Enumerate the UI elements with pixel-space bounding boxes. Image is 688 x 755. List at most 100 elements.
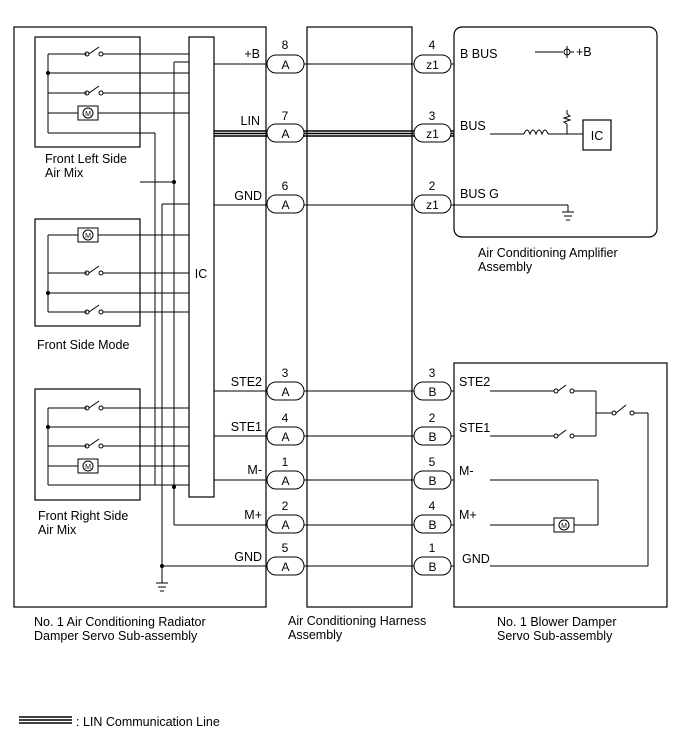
svg-text:M-: M- xyxy=(459,464,474,478)
svg-text:1: 1 xyxy=(282,455,289,469)
svg-text:B: B xyxy=(428,385,436,399)
svg-text:STE2: STE2 xyxy=(231,375,262,389)
servo-ic-block xyxy=(188,36,215,498)
blower-switch-circuit xyxy=(490,384,649,567)
amp-ic-label: IC xyxy=(591,129,604,143)
amp-bus-wiring xyxy=(490,110,583,136)
svg-text:5: 5 xyxy=(282,541,289,555)
svg-text:A: A xyxy=(281,385,289,399)
harness-box xyxy=(306,26,413,608)
servo-ground-icon xyxy=(156,582,168,592)
svg-text:4: 4 xyxy=(429,38,436,52)
amp-ic-block xyxy=(582,119,612,151)
svg-text:A: A xyxy=(281,518,289,532)
svg-text:6: 6 xyxy=(282,179,289,193)
svg-text:4: 4 xyxy=(282,411,289,425)
svg-text:M: M xyxy=(85,464,91,471)
blower-servo-box xyxy=(453,362,668,608)
svg-text:B: B xyxy=(428,430,436,444)
left-connector-ids: A A A A A A A A xyxy=(281,58,289,574)
svg-text:GND: GND xyxy=(462,552,490,566)
front-left-label-1: Front Left Side xyxy=(45,152,127,166)
front-left-switches xyxy=(46,46,189,134)
svg-text:STE2: STE2 xyxy=(459,375,490,389)
svg-text:2: 2 xyxy=(282,499,289,513)
front-side-mode-label: Front Side Mode xyxy=(37,338,129,352)
servo-ic-label: IC xyxy=(195,267,208,281)
amplifier-label-2: Assembly xyxy=(478,260,533,274)
svg-text:STE1: STE1 xyxy=(459,421,490,435)
svg-text:M: M xyxy=(85,233,91,240)
svg-text:3: 3 xyxy=(429,109,436,123)
amp-busg-wiring xyxy=(454,204,574,221)
amplifier-box xyxy=(453,26,658,238)
svg-text:5: 5 xyxy=(429,455,436,469)
front-left-motor-icon: M xyxy=(77,105,99,121)
blower-servo-label-1: No. 1 Blower Damper xyxy=(497,615,617,629)
svg-text:M: M xyxy=(85,111,91,118)
svg-text:A: A xyxy=(281,430,289,444)
left-pin-labels: 8 7 6 3 4 1 2 5 xyxy=(282,38,289,555)
front-right-label-1: Front Right Side xyxy=(38,509,128,523)
svg-text:2: 2 xyxy=(429,411,436,425)
svg-text:M+: M+ xyxy=(459,508,477,522)
svg-text:z1: z1 xyxy=(426,58,439,72)
svg-text:A: A xyxy=(281,127,289,141)
svg-text:A: A xyxy=(281,474,289,488)
right-connector-ids: z1 z1 z1 B B B B B xyxy=(426,58,439,574)
front-right-air-mix-box xyxy=(34,388,141,501)
svg-text:B: B xyxy=(428,518,436,532)
servo-internal-bus xyxy=(140,61,270,583)
front-right-label-2: Air Mix xyxy=(38,523,77,537)
front-left-label-2: Air Mix xyxy=(45,166,84,180)
blower-motor-icon: M xyxy=(553,517,575,533)
svg-text:A: A xyxy=(281,58,289,72)
radiator-servo-label-2: Damper Servo Sub-assembly xyxy=(34,629,198,643)
svg-text:M+: M+ xyxy=(244,508,262,522)
front-side-mode-motor-icon: M xyxy=(77,227,99,243)
radiator-servo-label-1: No. 1 Air Conditioning Radiator xyxy=(34,615,206,629)
amplifier-label-1: Air Conditioning Amplifier xyxy=(478,246,618,260)
svg-text:STE1: STE1 xyxy=(231,420,262,434)
svg-text:GND: GND xyxy=(234,189,262,203)
svg-text:BUS G: BUS G xyxy=(460,187,499,201)
svg-text:A: A xyxy=(281,560,289,574)
svg-text:B BUS: B BUS xyxy=(460,47,498,61)
svg-text:A: A xyxy=(281,198,289,212)
radiator-servo-box xyxy=(13,26,267,608)
svg-text:+B: +B xyxy=(244,47,260,61)
svg-text:z1: z1 xyxy=(426,127,439,141)
svg-text:B: B xyxy=(428,560,436,574)
front-side-mode-circuit xyxy=(46,234,189,315)
svg-text:LIN: LIN xyxy=(241,114,260,128)
svg-text:B: B xyxy=(428,474,436,488)
svg-text:3: 3 xyxy=(429,366,436,380)
svg-text:GND: GND xyxy=(234,550,262,564)
svg-text:4: 4 xyxy=(429,499,436,513)
right-pin-labels: 4 3 2 3 2 5 4 1 xyxy=(429,38,436,555)
front-right-motor-icon: M xyxy=(77,458,99,474)
svg-text:1: 1 xyxy=(429,541,436,555)
svg-text:M-: M- xyxy=(247,463,262,477)
legend-text: : LIN Communication Line xyxy=(76,715,220,729)
svg-text:z1: z1 xyxy=(426,198,439,212)
svg-text:3: 3 xyxy=(282,366,289,380)
right-connector-pills xyxy=(413,54,452,576)
svg-text:8: 8 xyxy=(282,38,289,52)
blower-motor-wiring xyxy=(490,479,599,526)
harness-label-2: Assembly xyxy=(288,628,343,642)
front-left-air-mix-box xyxy=(34,36,141,148)
amp-plusb-label: +B xyxy=(576,45,592,59)
blower-servo-label-2: Servo Sub-assembly xyxy=(497,629,613,643)
amp-bbus-wiring xyxy=(535,46,574,58)
left-connector-pills xyxy=(266,54,305,576)
svg-text:7: 7 xyxy=(282,109,289,123)
svg-text:2: 2 xyxy=(429,179,436,193)
front-right-switches xyxy=(46,400,189,486)
harness-label-1: Air Conditioning Harness xyxy=(288,614,426,628)
svg-text:M: M xyxy=(561,523,567,530)
left-signal-labels: +B LIN GND STE2 STE1 M- M+ GND xyxy=(231,47,262,564)
svg-text:BUS: BUS xyxy=(460,119,486,133)
legend-lin-line-swatch xyxy=(19,716,72,724)
